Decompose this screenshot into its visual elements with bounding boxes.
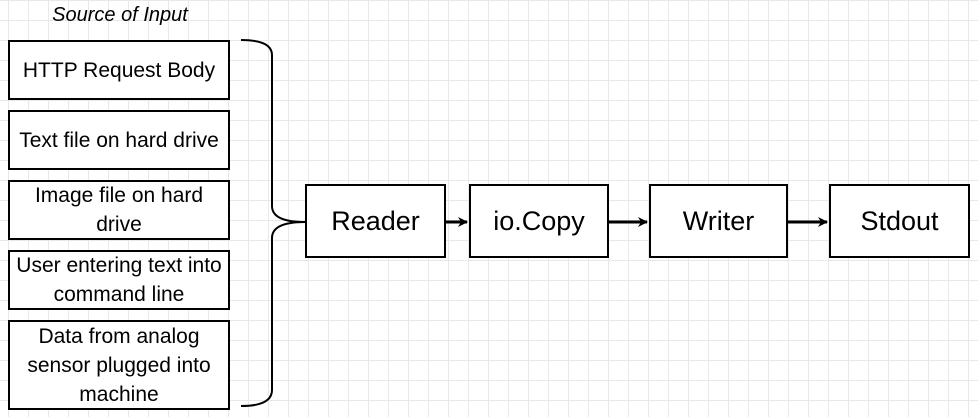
source-box-analog-sensor: Data from analog sensor plugged into mac… xyxy=(8,320,230,410)
reader-box: Reader xyxy=(305,184,446,258)
source-box-image-file: Image file on hard drive xyxy=(8,180,230,240)
source-box-command-line: User entering text into command line xyxy=(8,250,230,310)
writer-box: Writer xyxy=(649,184,788,258)
source-of-input-heading: Source of Input xyxy=(52,4,188,26)
curly-brace xyxy=(240,39,306,407)
io-copy-box: io.Copy xyxy=(469,184,609,258)
source-box-http-request: HTTP Request Body xyxy=(8,40,230,100)
stdout-box: Stdout xyxy=(829,184,970,258)
source-box-text-file: Text file on hard drive xyxy=(8,110,230,170)
